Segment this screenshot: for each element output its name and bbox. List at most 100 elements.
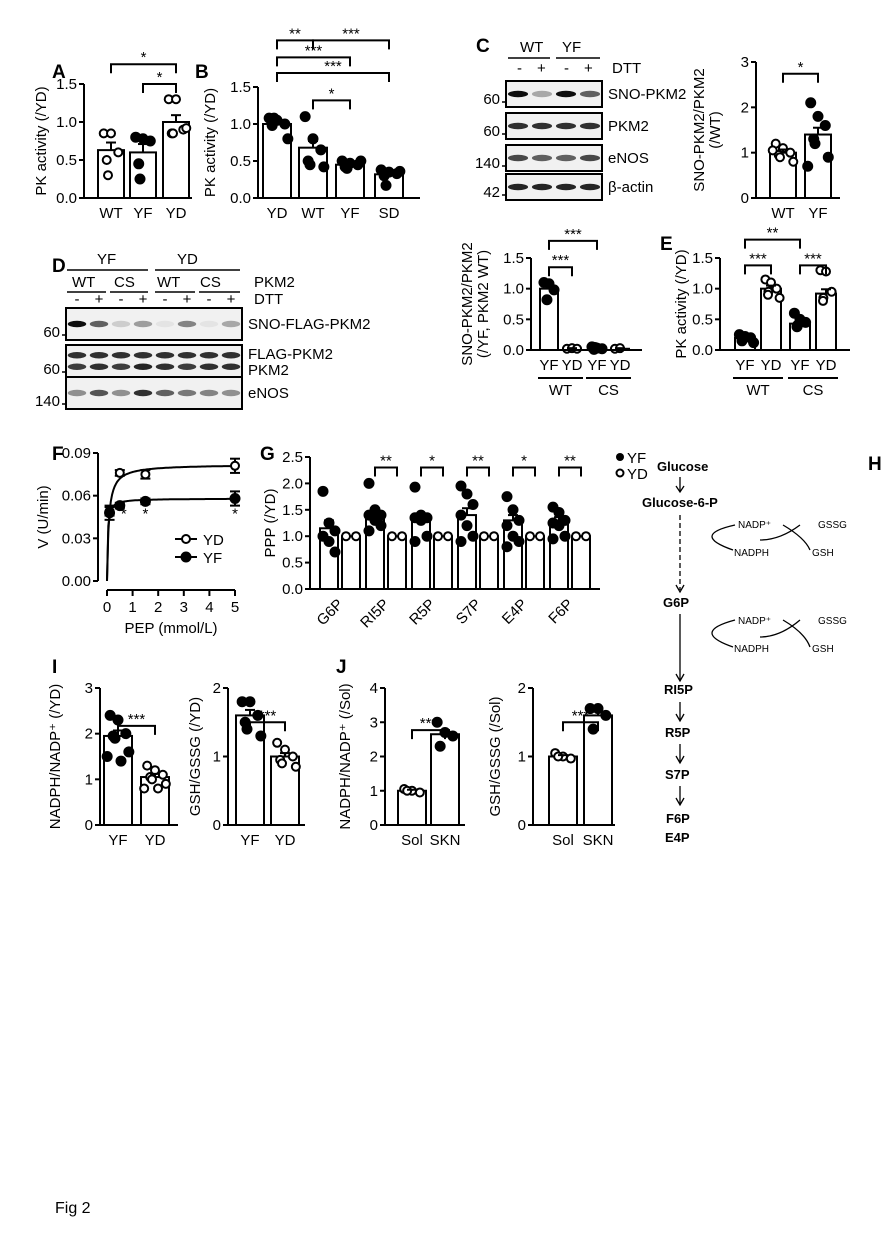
data-point [109,732,121,744]
y-tick-label: 1.0 [56,114,77,131]
data-point [461,488,473,500]
data-point [553,751,564,762]
protein-band [531,154,553,162]
data-point [513,535,525,547]
data-point [104,709,116,721]
dtt-label: DTT [612,60,641,77]
dtt-minus: - [517,60,522,77]
y-axis-label: PPP (/YD) [262,489,279,558]
protein-band [199,389,219,397]
bar-r5p-yd [433,535,453,591]
x-tick-label: YD [761,357,782,374]
data-point [541,294,553,306]
band-label: PKM2 [248,362,289,379]
y-tick-label: 2 [518,680,526,697]
y-tick-label: 0.0 [503,342,524,359]
data-point [277,758,287,769]
y-tick-label: 3 [741,54,749,71]
data-point [434,740,446,752]
y-tick-label: 1 [370,783,378,800]
significance-label: ** [767,225,779,242]
data-point [812,110,824,122]
data-point [785,147,796,158]
x-tick-label: YD [275,832,296,849]
data-point [501,541,513,553]
data-point [120,728,132,740]
data-point [114,467,125,478]
significance-bracket [548,239,598,250]
x-tick-label: YF [790,357,809,374]
significance-bracket [312,39,390,50]
pathway-g6p: G6P [663,595,689,610]
pathway-glucose-6-p: Glucose-6-P [642,495,718,510]
y-axis-label: PK activity (/YD) [33,86,50,195]
band-label: eNOS [608,150,649,167]
data-point [323,535,335,547]
x-tick-label: 2 [154,599,162,616]
data-point [455,480,467,492]
y-tick-label: 2 [741,99,749,116]
protein-band [67,352,87,359]
y-tick-label: 0 [518,817,526,834]
group-label: WT [746,382,769,399]
x-tick-label: YF [735,357,754,374]
panel-label-f: F [52,444,64,465]
y-axis-label: GSH/GSSG (/YD) [187,697,204,816]
dtt-minus: - [564,60,569,77]
molecular-weight-marker: 42 [483,184,500,201]
y-tick-label: 1.5 [503,250,524,267]
bar-wt [298,146,328,199]
blot-d-sub-wt: WT [72,274,95,291]
data-point [461,520,473,532]
legend-yd-marker [615,468,625,478]
x-tick-label: YF [240,832,259,849]
x-tick-label: 5 [231,599,239,616]
significance-label: ** [289,25,301,42]
pathway-gsh-2: GSH [812,644,834,655]
y-tick-label: 1.5 [230,79,251,96]
y-tick-label: 1.5 [56,76,77,93]
fit-curve-yd [106,465,235,582]
blot-c-group-yf: YF [562,39,581,56]
data-point [115,755,127,767]
data-point [559,530,571,542]
panel-label-j: J [336,657,347,678]
dtt-plus: + [139,291,148,308]
protein-band [199,363,219,370]
bar-yf [103,734,133,827]
panel-label-i: I [52,657,57,678]
pathway-s7p: S7P [665,767,690,782]
data-point [802,160,814,172]
dtt-plus: + [95,291,104,308]
y-axis-label: (/YF, PKM2 WT) [475,250,492,358]
pathway-nadph-2: NADPH [734,644,769,655]
data-point [171,94,181,105]
bar-r5p-yf [411,519,431,590]
y-tick-label: 2 [370,749,378,766]
significance-bracket [744,264,772,275]
molecular-weight-marker: 60 [43,324,60,341]
data-point [355,155,367,167]
significance-label: ** [564,453,576,470]
significance-label: *** [572,707,590,724]
protein-band [555,183,577,191]
panel-label-e: E [660,234,673,255]
data-point [788,156,799,167]
band-label: FLAG-PKM2 [248,346,333,363]
data-point [134,173,146,185]
protein-band [133,389,153,397]
y-tick-label: 1.0 [503,281,524,298]
data-point [252,709,264,721]
data-point [168,128,178,139]
significance-label: *** [324,58,342,75]
significance-bracket [117,724,156,735]
group-label: CS [803,382,824,399]
x-tick-label: S7P [453,596,485,628]
x-tick-label: F6P [545,596,576,627]
significance-label: *** [749,250,767,267]
